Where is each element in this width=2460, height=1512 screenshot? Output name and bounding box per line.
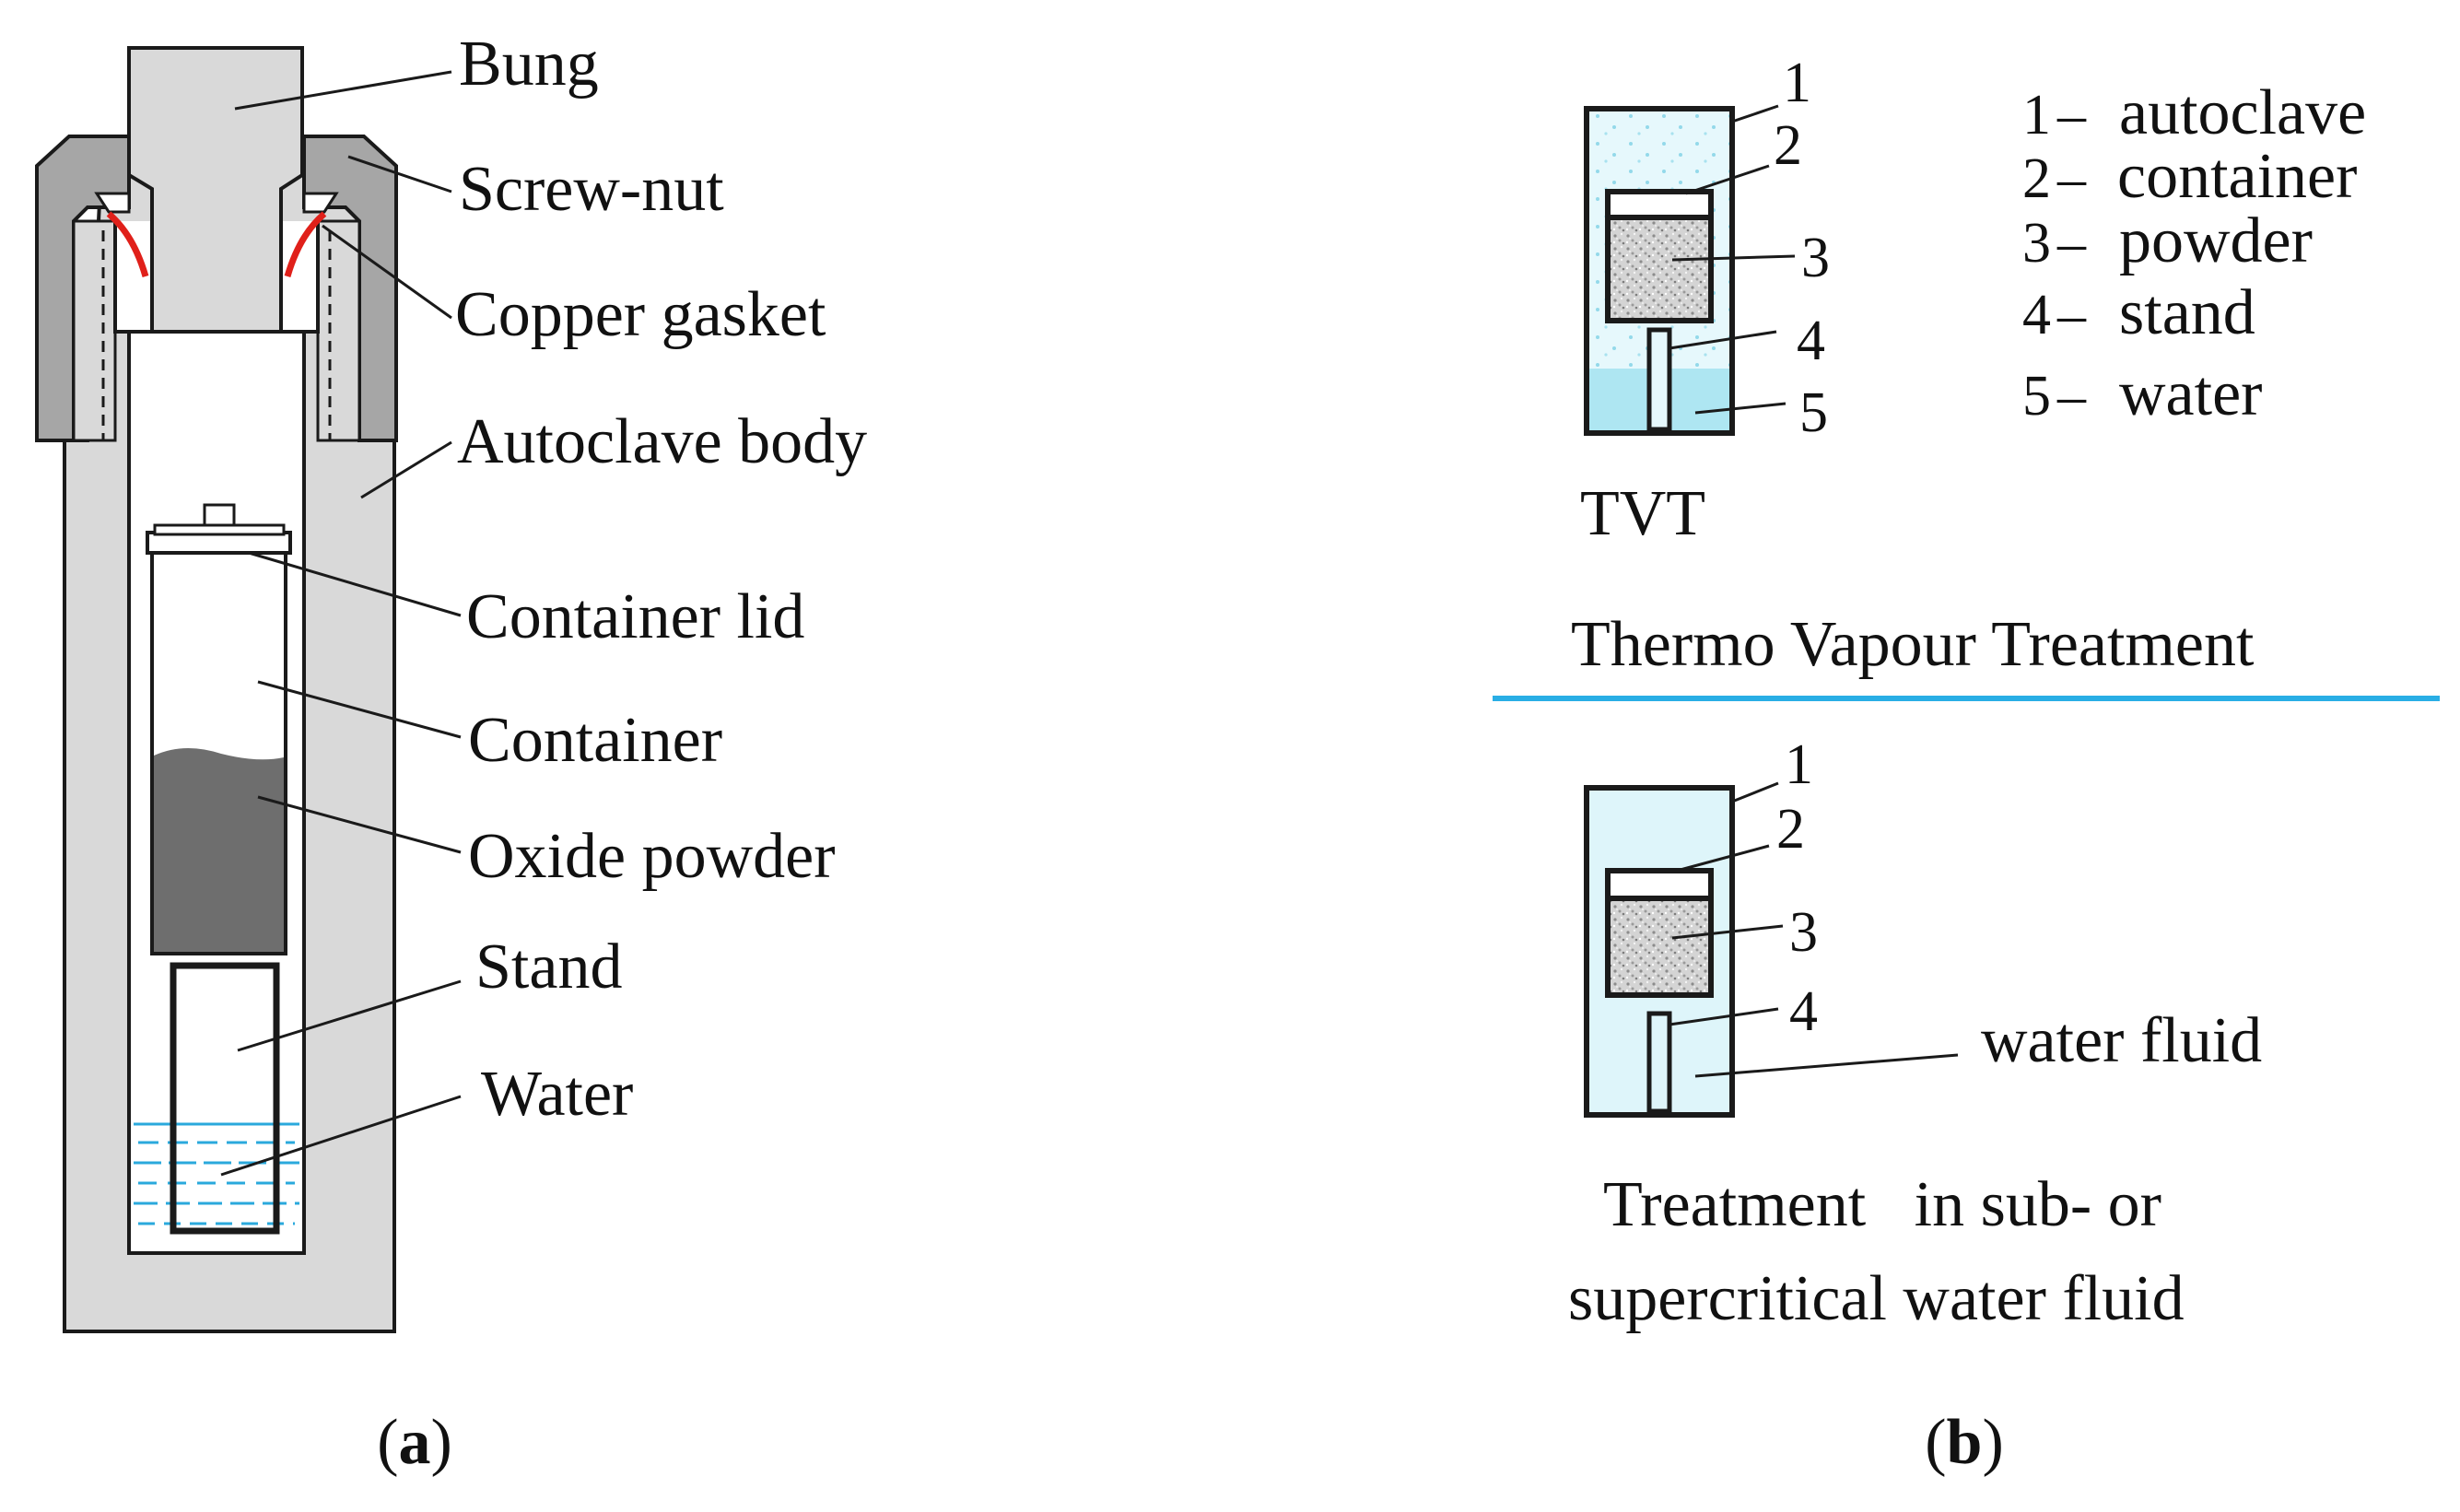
screw-nut-right: [302, 135, 398, 442]
svg-text:autoclave: autoclave: [2119, 77, 2366, 148]
tvt-callout-1: 1: [1783, 52, 1811, 114]
label-oxide-powder: Oxide powder: [468, 821, 836, 892]
oxide-powder: [154, 747, 284, 952]
label-stand: Stand: [475, 932, 622, 1002]
caption-a: (a): [377, 1407, 452, 1478]
screw-nut-left: [35, 135, 131, 442]
label-autoclave-body: Autoclave body: [457, 406, 867, 477]
label-container: Container: [468, 705, 722, 776]
fluid-title-line2: supercritical water fluid: [1568, 1263, 2185, 1334]
legend-item-water: 5 – water: [2022, 358, 2262, 429]
svg-text:stand: stand: [2119, 277, 2255, 348]
label-container-lid: Container lid: [466, 581, 804, 652]
fluid-title-line1: Treatment in sub- or: [1603, 1169, 2161, 1240]
fluid-callout-1: 1: [1785, 733, 1813, 796]
label-bung: Bung: [459, 29, 599, 100]
water-lines: [134, 1122, 299, 1225]
copper-gasket-right: [284, 211, 327, 277]
svg-text:2: 2: [2022, 147, 2051, 210]
fluid-stand: [1646, 1011, 1672, 1114]
caption-b: (b): [1925, 1407, 2004, 1478]
panel-a-leaders: [220, 70, 462, 1177]
fluid-water-label: water fluid: [1981, 1005, 2262, 1076]
fluid-callout-4: 4: [1789, 980, 1818, 1043]
bung: [127, 46, 304, 334]
svg-text:4: 4: [2022, 284, 2051, 346]
body-neck-left: [72, 219, 117, 442]
svg-text:water: water: [2119, 358, 2262, 429]
svg-text:5: 5: [2022, 365, 2051, 428]
legend-item-container: 2 – container: [2022, 141, 2357, 212]
svg-text:powder: powder: [2119, 205, 2313, 276]
label-water: Water: [481, 1059, 633, 1130]
fluid-container-lid: [1605, 868, 1714, 901]
svg-text:–: –: [2056, 84, 2087, 147]
svg-text:–: –: [2056, 147, 2087, 210]
tvt-title: Thermo Vapour Treatment: [1571, 609, 2255, 680]
body-neck-right: [316, 219, 361, 442]
tvt-callout-4: 4: [1797, 310, 1825, 372]
fluid-diagram: 1 2 3 4 water fluid: [1584, 733, 2262, 1118]
tvt-callout-3: 3: [1801, 227, 1830, 289]
gasket-seat-left: [94, 192, 131, 214]
tvt-stand: [1646, 327, 1672, 432]
svg-text:3: 3: [2022, 212, 2051, 275]
tvt-callout-5: 5: [1799, 381, 1828, 444]
tvt-container-lid: [1605, 189, 1714, 220]
container-lid-knob: [203, 503, 236, 527]
legend-item-autoclave: 1 – autoclave: [2022, 77, 2366, 148]
tvt-diagram: 1 2 3 4 5 TVT: [1580, 52, 1830, 549]
svg-text:container: container: [2117, 141, 2357, 212]
svg-text:–: –: [2056, 365, 2087, 428]
panel-a: Bung Screw-nut Copper gasket Autoclave b…: [35, 29, 867, 1478]
copper-gasket-left: [106, 211, 149, 277]
svg-text:1: 1: [2022, 84, 2051, 147]
legend-item-powder: 3 – powder: [2022, 205, 2313, 276]
fluid-callout-3: 3: [1789, 901, 1818, 964]
stand: [170, 962, 280, 1235]
label-screw-nut: Screw-nut: [459, 154, 724, 225]
svg-text:–: –: [2056, 284, 2087, 346]
tvt-short-label: TVT: [1580, 478, 1705, 549]
legend: 1 – autoclave 2 – container 3 – powder 4…: [2022, 77, 2366, 429]
panel-b: 1 2 3 4 5 TVT 1 – autoclave 2 – containe…: [1493, 52, 2440, 1478]
tvt-callout-2: 2: [1774, 114, 1802, 177]
gasket-seat-right: [302, 192, 339, 214]
svg-text:–: –: [2056, 212, 2087, 275]
label-copper-gasket: Copper gasket: [455, 279, 826, 350]
fluid-callout-2: 2: [1776, 798, 1805, 861]
legend-item-stand: 4 – stand: [2022, 277, 2255, 348]
